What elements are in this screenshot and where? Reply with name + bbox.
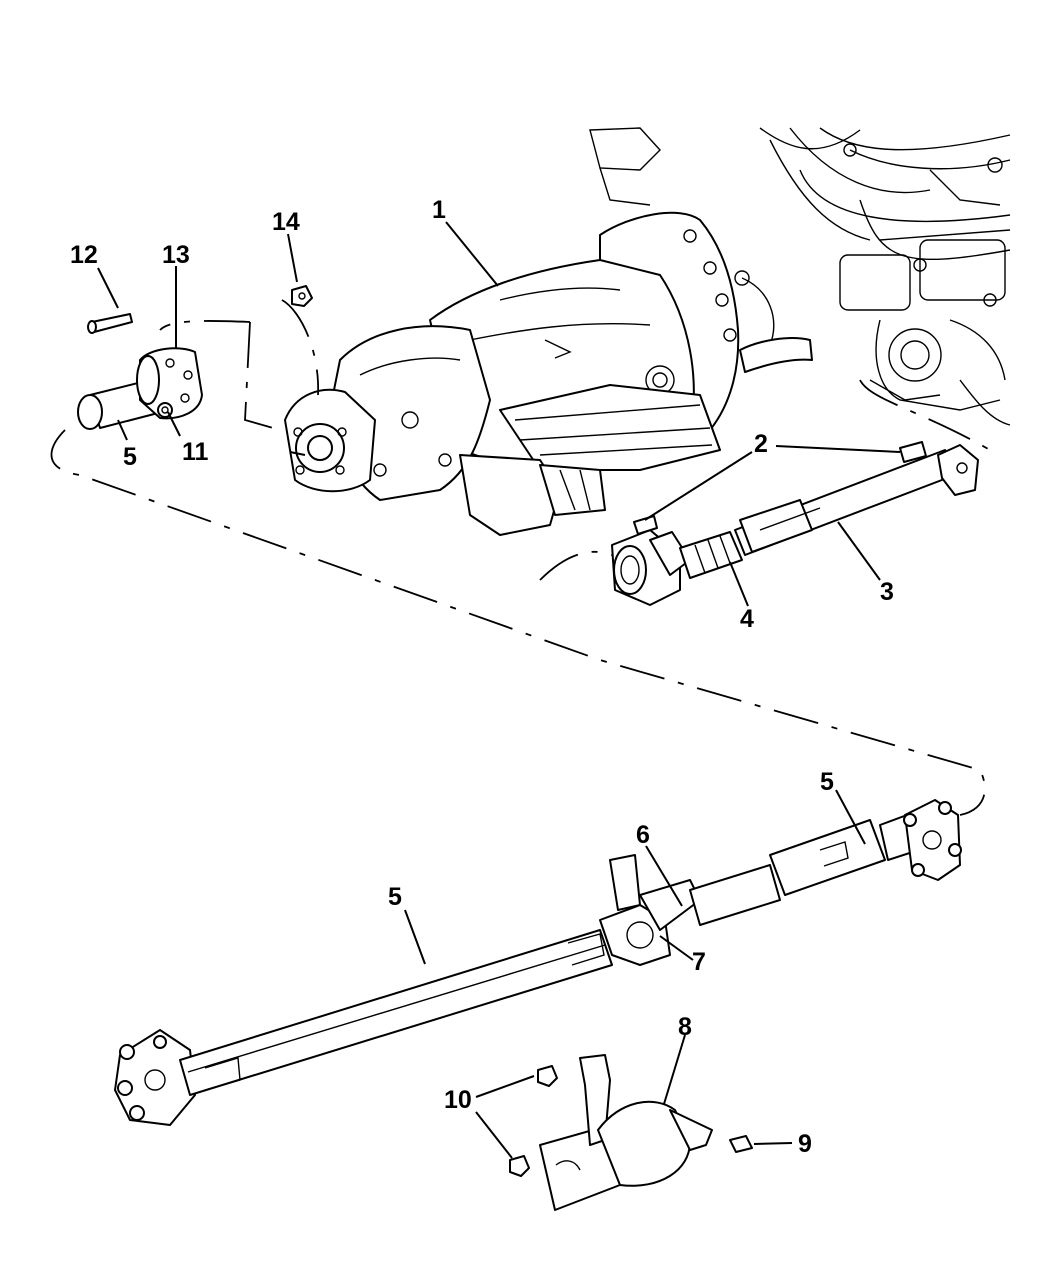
callout-5-flex-stub: 5 [123,443,137,471]
callout-6: 6 [636,821,650,849]
heat-shield-assembly [475,1034,793,1211]
callout-1: 1 [432,196,446,224]
callout-13: 13 [162,241,190,269]
rear-propeller-shaft [114,789,962,1126]
callout-5-rear-shaft: 5 [388,883,402,911]
callout-labels: 1 2 3 4 5 5 5 6 7 8 9 10 11 12 13 14 [70,196,894,1158]
callout-8: 8 [678,1013,692,1041]
callout-14: 14 [272,208,300,236]
callout-3: 3 [880,578,894,606]
callout-5-front-shaft: 5 [820,768,834,796]
callout-7: 7 [692,948,706,976]
transmission [284,211,813,536]
callout-11: 11 [182,438,209,466]
engine-frame-background [589,127,1011,426]
callout-4: 4 [740,605,754,633]
callout-12: 12 [70,241,98,269]
front-propeller-shaft [611,441,979,607]
nut-14 [287,233,313,307]
callout-10: 10 [444,1086,472,1114]
phantom-assembly-lines [50,299,991,816]
callout-2: 2 [754,430,768,458]
callout-9: 9 [798,1130,812,1158]
flex-coupler-assembly [77,266,203,441]
